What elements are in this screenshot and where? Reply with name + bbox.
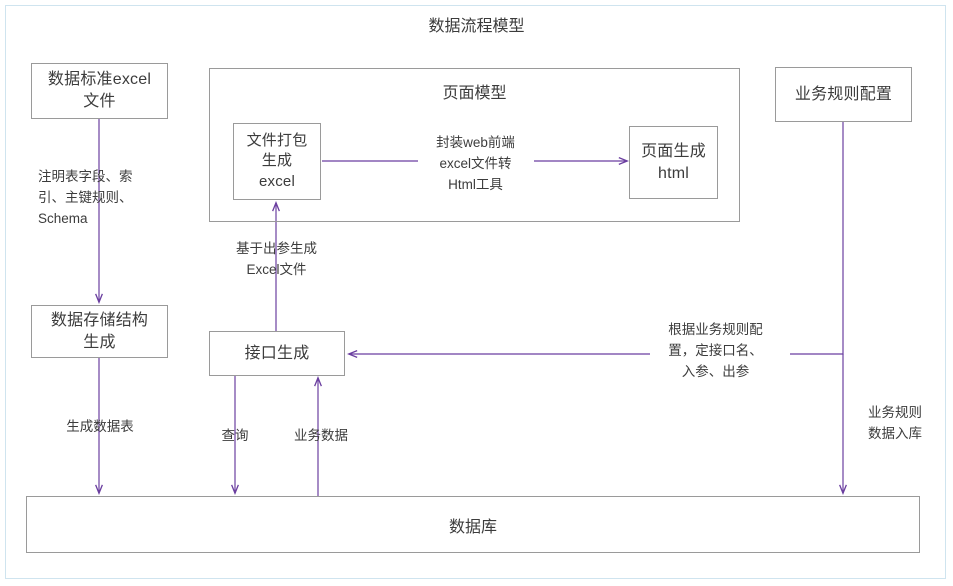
edge-label-query: 查询 [221,428,249,443]
edge-label-based-on-output-params: 基于出参生成 Excel文件 [236,241,317,277]
edge-label-business-rule-to-db: 业务规则 数据入库 [868,405,922,441]
edge-label-by-business-rule: 根据业务规则配 置，定接口名、 入参、出参 [668,322,763,379]
node-file-package-excel[interactable]: 文件打包 生成 excel [233,123,321,200]
node-data-storage-structure[interactable]: 数据存储结构 生成 [31,305,168,358]
edge-label-wrap-web-tool: 封装web前端 excel文件转 Html工具 [436,135,515,192]
node-page-generate-html-label: 页面生成 html [641,142,706,182]
edge-label-generate-data-table: 生成数据表 [66,419,134,434]
node-data-standard-excel-label: 数据标准excel 文件 [47,71,152,110]
edge-label-business-data: 业务数据 [294,428,348,443]
node-file-package-excel-label: 文件打包 生成 excel [246,132,308,190]
node-data-storage-structure-label: 数据存储结构 生成 [50,311,149,351]
node-page-generate-html[interactable]: 页面生成 html [629,126,718,199]
node-data-standard-excel[interactable]: 数据标准excel 文件 [31,63,168,119]
group-page-model: 页面模型 [209,68,740,222]
page-title: 数据流程模型 [428,18,525,35]
edge-label-schema-note: 注明表字段、索 引、主键规则、 Schema [38,169,133,226]
node-interface-generate[interactable]: 接口生成 [209,331,345,376]
node-database-label: 数据库 [448,518,497,536]
node-business-rule-config[interactable]: 业务规则配置 [775,67,912,122]
node-database[interactable]: 数据库 [26,496,920,553]
group-page-model-title: 页面模型 [442,85,507,102]
node-business-rule-config-label: 业务规则配置 [794,85,893,103]
node-interface-generate-label: 接口生成 [244,344,310,362]
